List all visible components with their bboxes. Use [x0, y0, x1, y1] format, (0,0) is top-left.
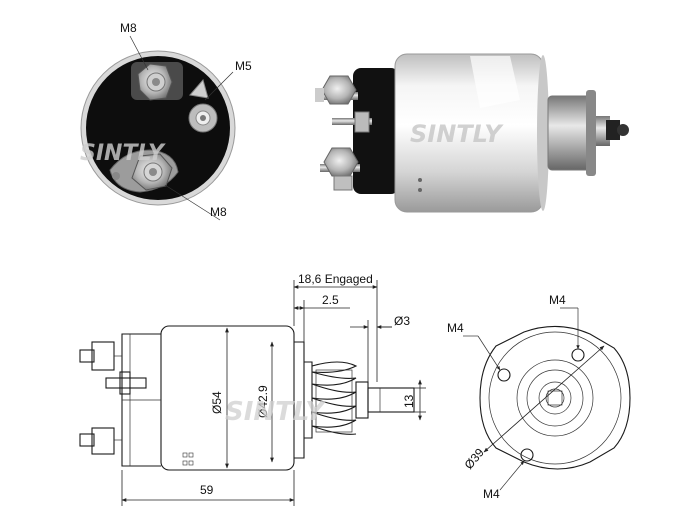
- side-drawing: 18,6 Engaged 2.5 Ø3 Ø54 Ø42.9 13 59: [79, 272, 426, 506]
- mount-hole-3: [520, 448, 534, 462]
- mount-hole-1: [571, 348, 585, 362]
- callout-m5: M5: [235, 59, 252, 73]
- hole-label-2: M4: [447, 321, 464, 335]
- dim-body-dia: Ø54: [210, 391, 224, 414]
- dim-shaft-dia: Ø3: [394, 314, 410, 328]
- terminal-view-photo: M8 M5 M8: [80, 21, 252, 221]
- callout-m8-bottom: M8: [210, 205, 227, 219]
- dim-stroke-engaged: 18,6 Engaged: [298, 272, 373, 286]
- dim-length: 59: [200, 483, 214, 497]
- dim-plunger-width: 13: [402, 394, 416, 408]
- side-view-photo: [315, 53, 629, 213]
- plunger-spring: [311, 361, 358, 435]
- m8-stud-top: [131, 62, 183, 101]
- m5-stud: [188, 78, 218, 133]
- dim-stroke-small: 2.5: [322, 293, 339, 307]
- callout-m8-top: M8: [120, 21, 137, 35]
- hole-label-1: M4: [549, 293, 566, 307]
- hole-label-3: M4: [483, 487, 500, 501]
- dim-bolt-circle: Ø39: [462, 445, 488, 472]
- top-terminal-stud: [315, 75, 358, 105]
- end-view-drawing: M4 M4 M4 Ø39: [447, 293, 631, 501]
- dim-inner-dia: Ø42.9: [256, 385, 270, 418]
- mount-hole-2: [497, 368, 511, 382]
- m5-terminal-stud: [332, 111, 372, 133]
- m8-stud-bottom: [109, 149, 179, 193]
- watermark-photo-right: SINTLY: [410, 120, 504, 148]
- bottom-terminal-stud: [320, 147, 360, 191]
- watermark-photo-left: SINTLY: [80, 141, 166, 166]
- watermark-drawing: SINTLY: [225, 397, 327, 427]
